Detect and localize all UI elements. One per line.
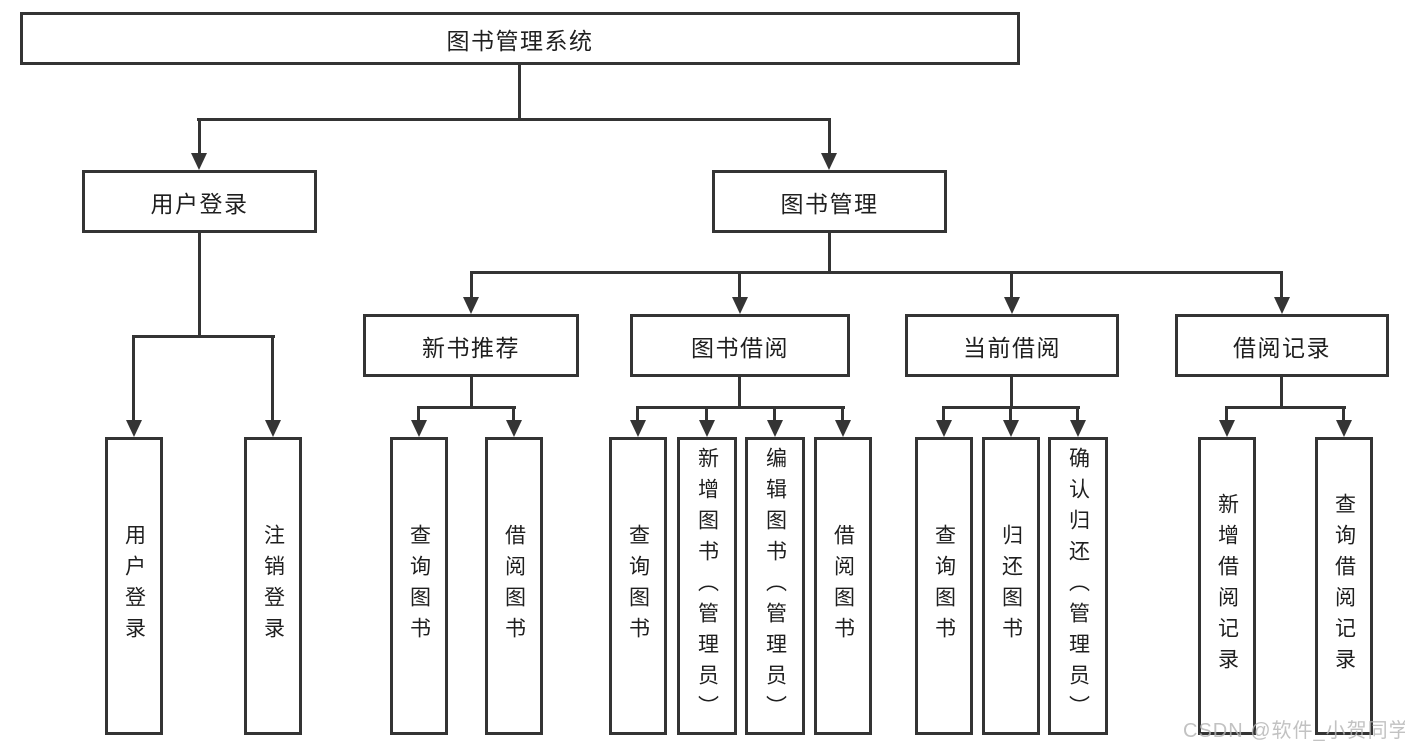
connector-line: [198, 233, 201, 335]
connector-line: [132, 335, 135, 421]
node-label: 注销登录: [261, 524, 285, 648]
connector-line: [1010, 271, 1013, 298]
node-label: 查询图书: [932, 524, 956, 648]
arrow-down-icon: [835, 420, 851, 437]
connector-line: [470, 271, 473, 298]
leaf-nbr-borrow-books: 借阅图书: [485, 437, 543, 735]
node-label: 当前借阅: [963, 334, 1061, 361]
node-label: 确认归还（管理员）: [1066, 446, 1090, 726]
node-book-borrowing: 图书借阅: [630, 314, 850, 377]
node-label: 新书推荐: [422, 334, 520, 361]
node-library-system: 图书管理系统: [20, 12, 1020, 65]
connector-line: [512, 406, 515, 421]
node-book-management: 图书管理: [712, 170, 947, 233]
connector-line: [1280, 377, 1283, 406]
connector-line: [417, 406, 420, 421]
connector-line: [132, 335, 275, 338]
arrow-down-icon: [630, 420, 646, 437]
connector-line: [1010, 377, 1013, 406]
arrow-down-icon: [1004, 297, 1020, 314]
arrow-down-icon: [191, 153, 207, 170]
node-label: 查询借阅记录: [1332, 493, 1356, 679]
leaf-bb-borrow-books: 借阅图书: [814, 437, 872, 735]
node-label: 用户登录: [122, 524, 146, 648]
node-label: 图书借阅: [691, 334, 789, 361]
leaf-user-login: 用户登录: [105, 437, 163, 735]
connector-line: [1342, 406, 1345, 421]
connector-line: [636, 406, 639, 421]
arrow-down-icon: [1336, 420, 1352, 437]
connector-line: [1225, 406, 1228, 421]
leaf-bb-query-books: 查询图书: [609, 437, 667, 735]
arrow-down-icon: [1274, 297, 1290, 314]
arrow-down-icon: [506, 420, 522, 437]
arrow-down-icon: [936, 420, 952, 437]
connector-line: [1225, 406, 1346, 409]
node-new-book-recommend: 新书推荐: [363, 314, 579, 377]
watermark: CSDN @软件_小贺同学: [1183, 720, 1405, 742]
arrow-down-icon: [1070, 420, 1086, 437]
leaf-br-add-record: 新增借阅记录: [1198, 437, 1256, 735]
connector-line: [198, 118, 201, 154]
arrow-down-icon: [411, 420, 427, 437]
leaf-cb-confirm-return-admin: 确认归还（管理员）: [1048, 437, 1108, 735]
arrow-down-icon: [1003, 420, 1019, 437]
node-label: 借阅图书: [831, 524, 855, 648]
node-current-borrowing: 当前借阅: [905, 314, 1119, 377]
node-user-login-group: 用户登录: [82, 170, 317, 233]
connector-line: [271, 335, 274, 421]
connector-line: [738, 377, 741, 406]
leaf-bb-add-books-admin: 新增图书（管理员）: [677, 437, 737, 735]
connector-line: [470, 377, 473, 406]
node-label: 新增图书（管理员）: [695, 446, 719, 726]
connector-line: [636, 406, 845, 409]
node-borrow-records: 借阅记录: [1175, 314, 1389, 377]
connector-line: [1076, 406, 1079, 421]
leaf-cb-query-books: 查询图书: [915, 437, 973, 735]
leaf-br-query-record: 查询借阅记录: [1315, 437, 1373, 735]
node-label: 查询图书: [626, 524, 650, 648]
node-label: 编辑图书（管理员）: [763, 446, 787, 726]
node-label: 图书管理: [780, 190, 879, 217]
connector-line: [705, 406, 708, 421]
connector-line: [841, 406, 844, 421]
arrow-down-icon: [1219, 420, 1235, 437]
connector-line: [197, 118, 831, 121]
node-label: 查询图书: [407, 524, 431, 648]
leaf-cb-return-books: 归还图书: [982, 437, 1040, 735]
node-label: 归还图书: [999, 524, 1023, 648]
connector-line: [942, 406, 945, 421]
connector-line: [1280, 271, 1283, 298]
connector-line: [773, 406, 776, 421]
arrow-down-icon: [126, 420, 142, 437]
connector-line: [417, 406, 516, 409]
node-label: 借阅记录: [1233, 334, 1331, 361]
arrow-down-icon: [265, 420, 281, 437]
leaf-logout: 注销登录: [244, 437, 302, 735]
leaf-nbr-query-books: 查询图书: [390, 437, 448, 735]
connector-line: [738, 271, 741, 298]
node-label: 图书管理系统: [446, 27, 594, 54]
connector-line: [1009, 406, 1012, 421]
arrow-down-icon: [821, 153, 837, 170]
connector-line: [828, 233, 831, 271]
arrow-down-icon: [463, 297, 479, 314]
arrow-down-icon: [699, 420, 715, 437]
connector-line: [828, 118, 831, 154]
leaf-bb-edit-books-admin: 编辑图书（管理员）: [745, 437, 805, 735]
node-label: 新增借阅记录: [1215, 493, 1239, 679]
node-label: 借阅图书: [502, 524, 526, 648]
connector-line: [518, 65, 521, 118]
connector-line: [470, 271, 1283, 274]
node-label: 用户登录: [150, 190, 249, 217]
arrow-down-icon: [732, 297, 748, 314]
arrow-down-icon: [767, 420, 783, 437]
